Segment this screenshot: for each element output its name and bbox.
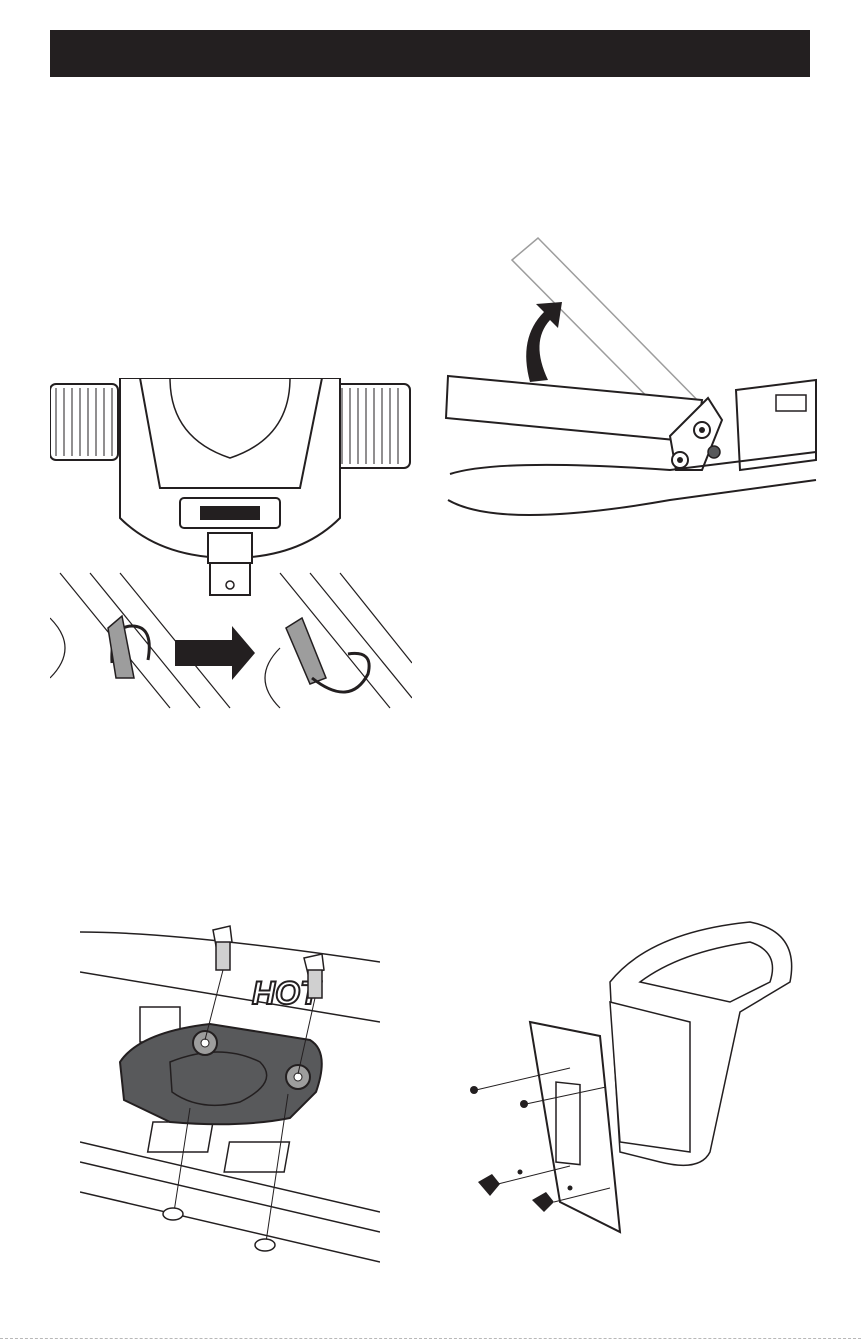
page-edge-rule xyxy=(0,1338,861,1339)
mower-hitch-figure xyxy=(50,378,412,718)
heat-shield-bolts-icon: HOT xyxy=(80,912,380,1270)
seat-figure xyxy=(460,912,820,1242)
heat-shield-figure: HOT xyxy=(80,912,380,1270)
mower-rear-hitch-clip-icon xyxy=(50,378,412,718)
seat-bracket-assembly-icon xyxy=(460,912,820,1242)
section-header-bar xyxy=(50,30,810,77)
armrest-pivot-icon xyxy=(440,230,820,530)
armrest-figure xyxy=(440,230,820,530)
